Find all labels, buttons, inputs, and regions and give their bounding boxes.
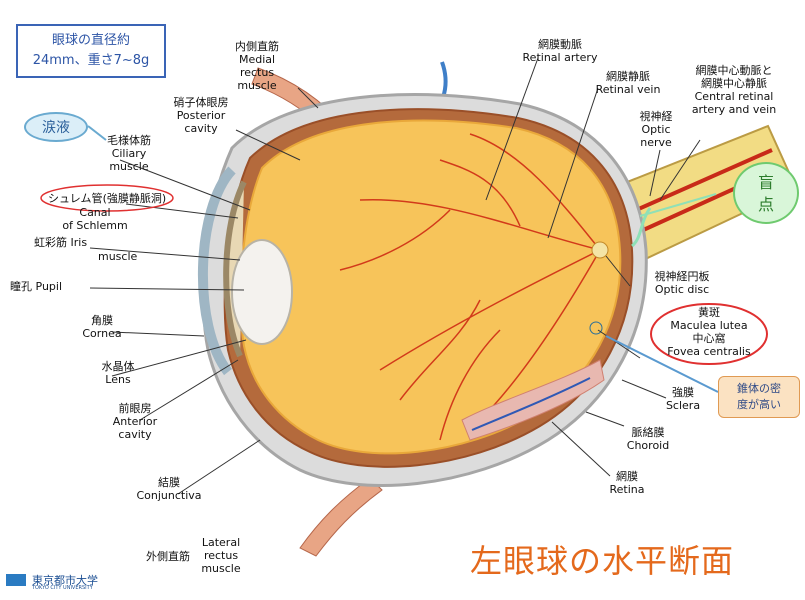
schlemm-jp-note: (強膜静脈洞) <box>103 192 167 205</box>
schlemm-en1: Canal <box>50 206 140 219</box>
eyeball-size-box: 眼球の直径約 24mm、重さ7~8g <box>16 24 166 78</box>
logo-sub: TOKYO CITY UNIVERSITY <box>32 585 93 591</box>
medial-rectus-en2: rectus <box>222 66 292 79</box>
cone-note-line-1: 錐体の密 <box>719 381 799 397</box>
medial-rectus-jp: 内側直筋 <box>222 40 292 53</box>
lateral-rectus-en3: muscle <box>196 562 246 575</box>
label-optic-disc: 視神経円板 Optic disc <box>634 270 730 296</box>
label-sclera: 強膜 Sclera <box>660 386 706 412</box>
lens-en: Lens <box>88 373 148 386</box>
label-conjunctiva: 結膜 Conjunctiva <box>124 476 214 502</box>
retina-en: Retina <box>602 483 652 496</box>
pupil-en: Pupil <box>36 280 63 293</box>
medial-rectus-en3: muscle <box>222 79 292 92</box>
label-macula: 黄斑 Maculea lutea 中心窩 Fovea centralis <box>662 306 756 358</box>
label-medial-rectus: 内側直筋 Medial rectus muscle <box>222 40 292 92</box>
cone-density-callout: 錐体の密 度が高い <box>718 376 800 418</box>
label-iris: 虹彩筋 Iris <box>34 236 87 249</box>
optic-nerve-en1: Optic <box>626 123 686 136</box>
fovea-marker <box>590 322 602 334</box>
schlemm-jp: シュレム管 <box>48 192 103 205</box>
label-lens: 水晶体 Lens <box>88 360 148 386</box>
ciliary-muscle-jp: 毛様体筋 <box>94 134 164 147</box>
macula-jp: 黄斑 <box>662 306 756 319</box>
blind-spot-line-1: 盲 <box>735 172 797 194</box>
retina-jp: 網膜 <box>602 470 652 483</box>
optic-disc-jp: 視神経円板 <box>634 270 730 283</box>
posterior-cavity-en1: Posterior <box>156 109 246 122</box>
label-central-vessels: 網膜中心動脈と 網膜中心静脈 Central retinal artery an… <box>684 64 784 116</box>
logo-mark-icon <box>6 574 26 586</box>
central-vessels-en2: artery and vein <box>684 103 784 116</box>
label-iris-en2: muscle <box>98 250 137 263</box>
info-line-2: 24mm、重さ7~8g <box>18 51 164 71</box>
sclera-en: Sclera <box>660 399 706 412</box>
lateral-rectus-en2: rectus <box>196 549 246 562</box>
schlemm-en2: of Schlemm <box>50 219 140 232</box>
label-anterior-cavity: 前眼房 Anterior cavity <box>100 402 170 441</box>
retinal-vein-en: Retinal vein <box>588 83 668 96</box>
pupil-jp: 瞳孔 <box>10 280 32 293</box>
lens-jp: 水晶体 <box>88 360 148 373</box>
posterior-cavity-en2: cavity <box>156 122 246 135</box>
ciliary-muscle-en2: muscle <box>94 160 164 173</box>
anterior-cavity-en2: cavity <box>100 428 170 441</box>
sclera-jp: 強膜 <box>660 386 706 399</box>
optic-disc-marker <box>592 242 608 258</box>
iris-jp: 虹彩筋 <box>34 236 67 249</box>
anterior-cavity-en1: Anterior <box>100 415 170 428</box>
label-schlemm-jp: シュレム管(強膜静脈洞) <box>48 192 166 205</box>
label-schlemm-en: Canal of Schlemm <box>50 206 140 232</box>
info-line-1: 眼球の直径約 <box>18 31 164 51</box>
label-retina: 網膜 Retina <box>602 470 652 496</box>
blind-spot-callout: 盲 点 <box>733 162 799 224</box>
macula-en: Maculea lutea <box>662 319 756 332</box>
tears-callout: 涙液 <box>24 112 88 142</box>
optic-disc-en: Optic disc <box>634 283 730 296</box>
label-pupil: 瞳孔 Pupil <box>10 280 62 293</box>
fovea-en: Fovea centralis <box>662 345 756 358</box>
medial-rectus-en1: Medial <box>222 53 292 66</box>
retinal-artery-en: Retinal artery <box>520 51 600 64</box>
central-vessels-en1: Central retinal <box>684 90 784 103</box>
cornea-en: Cornea <box>72 327 132 340</box>
label-choroid: 脈絡膜 Choroid <box>618 426 678 452</box>
blind-spot-line-2: 点 <box>735 194 797 216</box>
choroid-en: Choroid <box>618 439 678 452</box>
lateral-rectus-en1: Lateral <box>196 536 246 549</box>
retinal-vein-jp: 網膜静脈 <box>588 70 668 83</box>
label-optic-nerve: 視神経 Optic nerve <box>626 110 686 149</box>
label-retinal-vein: 網膜静脈 Retinal vein <box>588 70 668 96</box>
optic-nerve-en2: nerve <box>626 136 686 149</box>
label-lateral-rectus-jp: 外側直筋 <box>146 550 190 563</box>
ciliary-muscle-en1: Ciliary <box>94 147 164 160</box>
label-retinal-artery: 網膜動脈 Retinal artery <box>520 38 600 64</box>
posterior-cavity-jp: 硝子体眼房 <box>156 96 246 109</box>
label-posterior-cavity: 硝子体眼房 Posterior cavity <box>156 96 246 135</box>
lateral-rectus-muscle <box>300 478 382 556</box>
central-vessels-jp1: 網膜中心動脈と <box>684 64 784 77</box>
label-ciliary-muscle: 毛様体筋 Ciliary muscle <box>94 134 164 173</box>
retinal-artery-jp: 網膜動脈 <box>520 38 600 51</box>
label-cornea: 角膜 Cornea <box>72 314 132 340</box>
cornea-jp: 角膜 <box>72 314 132 327</box>
optic-nerve-jp: 視神経 <box>626 110 686 123</box>
central-vessels-jp2: 網膜中心静脈 <box>684 77 784 90</box>
diagram-title: 左眼球の水平断面 <box>470 543 734 579</box>
conjunctiva-jp: 結膜 <box>124 476 214 489</box>
label-lateral-rectus-en: Lateral rectus muscle <box>196 536 246 575</box>
cone-note-line-2: 度が高い <box>719 397 799 413</box>
choroid-jp: 脈絡膜 <box>618 426 678 439</box>
conjunctiva-en: Conjunctiva <box>124 489 214 502</box>
anterior-cavity-jp: 前眼房 <box>100 402 170 415</box>
fovea-jp: 中心窩 <box>662 332 756 345</box>
iris-en1: Iris <box>71 236 88 249</box>
lens-shape <box>232 240 292 344</box>
